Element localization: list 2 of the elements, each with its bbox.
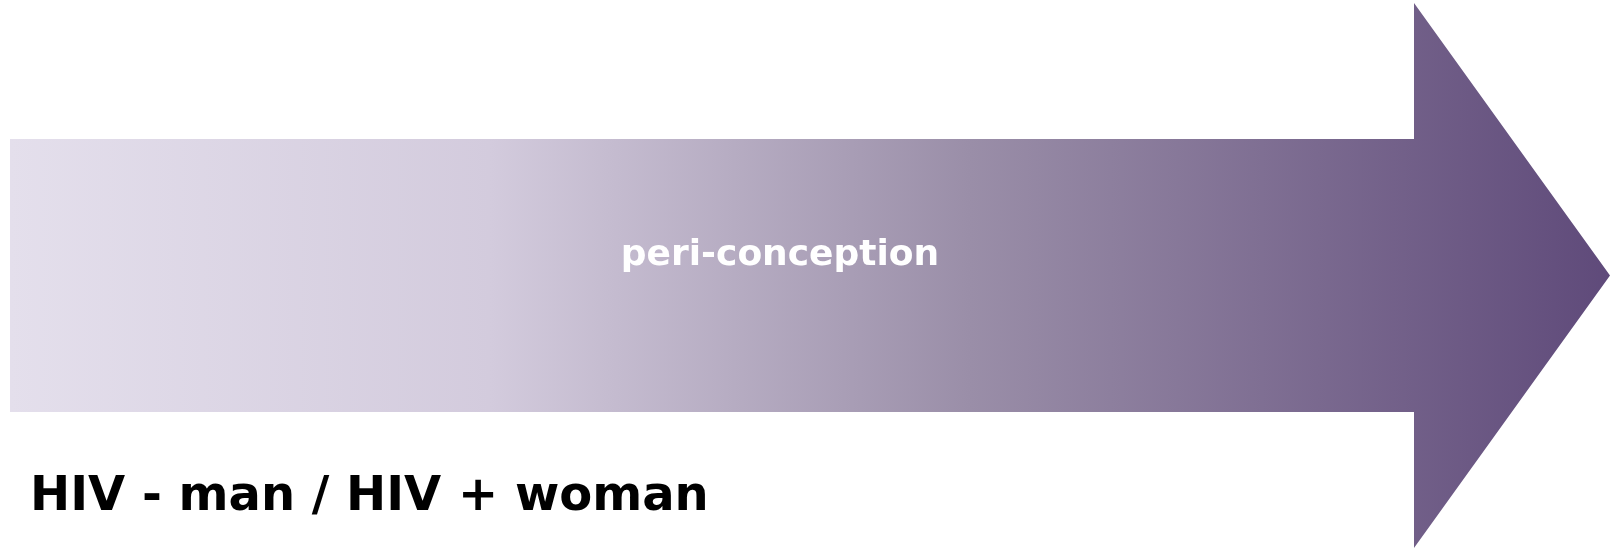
group-label: HIV - man / HIV + woman <box>30 465 709 521</box>
stage-label: peri-conception <box>620 231 940 273</box>
